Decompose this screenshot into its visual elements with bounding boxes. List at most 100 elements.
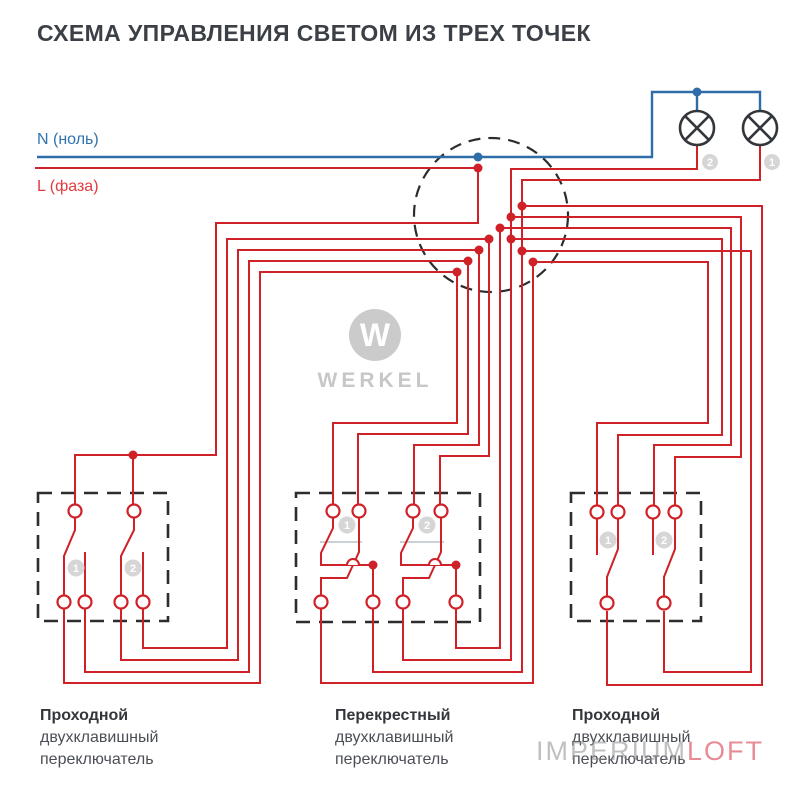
phase-junction-dot [517,201,527,211]
gang-number: 2 [661,535,667,547]
phase-junction-dot [517,246,527,256]
caption-right-line3: переключатель [572,751,686,768]
lamp-number: 2 [707,157,713,169]
gang-number-badge [418,516,436,534]
phase-wire [63,271,458,684]
phase-wire-label: L (фаза) [37,178,99,195]
phase-wire [511,238,723,505]
phase-wire [63,518,76,595]
switch-box-2 [294,491,482,624]
phase-wire [372,146,761,673]
terminal [395,594,411,610]
terminal [325,503,341,519]
gang-number: 2 [130,563,136,575]
phase-junction-dot [506,234,516,244]
gang-number: 1 [344,520,350,532]
gang-number-badge [124,559,142,577]
werkel-logo-mark: W [359,316,391,353]
switch-box-3 [569,491,703,623]
terminal [351,503,367,519]
lamp-number-badge [764,154,780,170]
caption-left-line3: переключатель [40,751,154,768]
terminal [113,594,129,610]
phase-junction-dot [451,560,461,570]
terminal [589,504,605,520]
caption-left-line2: двухклавишный [40,729,159,746]
wire-hop-icon [346,558,360,566]
gang-number: 2 [424,520,430,532]
phase-junction-dot [473,163,483,173]
terminal [433,503,449,519]
neutral-junction-dot [692,87,702,97]
caption-left-line1: Проходной [40,707,129,724]
caption-switch-right: Проходной двухклавишный переключатель [572,705,690,771]
terminal [56,594,72,610]
werkel-logo-text: WERKEL [317,369,433,392]
phase-junction-dot [484,234,494,244]
terminal [667,504,683,520]
phase-wire [402,146,698,661]
neutral-wire [37,90,762,159]
lamp-cross [747,115,773,141]
phase-wire [142,238,490,649]
caption-switch-left: Проходной двухклавишный переключатель [40,705,158,771]
lamp-number-badge [702,154,718,170]
terminal [67,503,83,519]
phase-junction-dot [495,223,505,233]
gang-number-badge [655,531,673,549]
terminal [645,504,661,520]
phase-junction-dot [474,245,484,255]
terminal [313,594,329,610]
phase-wire [120,518,135,595]
neutral-junction-dot [473,152,483,162]
junction-box-circle [412,136,570,294]
werkel-logo-icon: W [349,309,401,361]
phase-wire [320,518,374,595]
lamp-number: 1 [769,157,775,169]
terminal [610,504,626,520]
phase-junction-dot [528,257,538,267]
terminal [126,503,142,519]
lamp-cross [684,115,710,141]
phase-wire [84,260,469,673]
phase-wire [74,168,479,504]
switch-box-1 [36,491,170,623]
gang-number: 1 [605,535,611,547]
gang-number: 1 [73,563,79,575]
neutral-wire-label: N (ноль) [37,131,99,148]
phase-wire [455,227,732,649]
phase-wire [606,519,619,596]
gang-number-badge [67,559,85,577]
caption-right-line1: Проходной [572,707,661,724]
gang-number-badge [338,516,356,534]
caption-switch-middle: Перекрестный двухклавишный переключатель [335,705,453,771]
phase-wire [120,249,480,661]
caption-right-line2: двухклавишный [572,729,691,746]
phase-wire [402,518,442,595]
phase-junction-dot [128,450,138,460]
phase-wire [320,261,709,684]
phase-junction-dot [463,256,473,266]
wire-hop-icon [428,558,442,566]
phase-junction-dot [368,560,378,570]
terminal [135,594,151,610]
phase-wire [663,519,676,596]
caption-middle-line3: переключатель [335,751,449,768]
phase-wire [522,205,763,686]
terminal [599,595,615,611]
phase-wire [522,250,752,673]
page-title: СХЕМА УПРАВЛЕНИЯ СВЕТОМ ИЗ ТРЕХ ТОЧЕК [37,20,591,46]
terminal [656,595,672,611]
terminal [448,594,464,610]
caption-middle-line2: двухклавишный [335,729,454,746]
caption-middle-line1: Перекрестный [335,707,451,724]
terminal [77,594,93,610]
phase-wire [511,216,742,505]
terminal [405,503,421,519]
phase-wire [400,518,457,595]
phase-junction-dot [506,212,516,222]
gang-number-badge [599,531,617,549]
phase-junction-dot [452,267,462,277]
